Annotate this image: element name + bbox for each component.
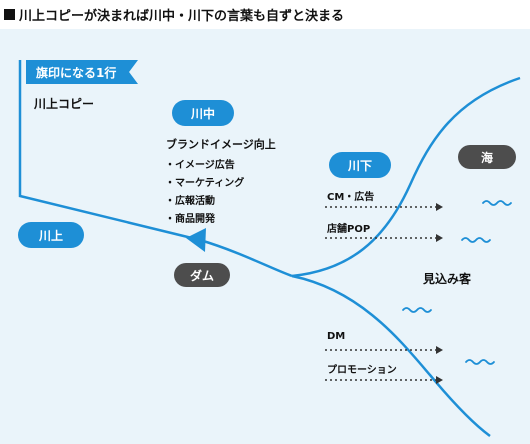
upstream-copy-label: 川上コピー [34, 97, 95, 111]
dotted-arrows [325, 206, 436, 381]
downstream-item: 店舗POP [327, 224, 371, 235]
node-upstream: 川上 [18, 222, 84, 248]
node-sea-label: 海 [480, 150, 493, 165]
node-upstream-label: 川上 [38, 228, 63, 243]
node-downstream: 川下 [329, 152, 391, 178]
arrow-heads [436, 203, 443, 384]
upper-river-branch [291, 76, 521, 278]
flag-banner: 旗印になる1行 [26, 60, 138, 84]
page-title: 川上コピーが決まれば川中・川下の言葉も自ずと決まる [4, 3, 344, 25]
title-text: 川上コピーが決まれば川中・川下の言葉も自ずと決まる [19, 8, 345, 24]
diagram-panel [0, 29, 530, 444]
lower-river-branch [291, 274, 491, 438]
list-item: マーケティング [165, 175, 244, 193]
midstream-heading: ブランドイメージ向上 [166, 138, 276, 151]
node-dam-label: ダム [189, 268, 214, 283]
node-dam: ダム [174, 263, 230, 287]
list-item: 商品開発 [165, 211, 244, 229]
downstream-item: CM・広告 [327, 192, 375, 203]
node-sea: 海 [458, 145, 516, 169]
flag-label: 旗印になる1行 [36, 65, 117, 80]
node-midstream: 川中 [172, 100, 234, 126]
midstream-list: イメージ広告 マーケティング 広報活動 商品開発 [165, 157, 244, 229]
square-bullet-icon [4, 8, 15, 20]
node-downstream-label: 川下 [347, 158, 372, 173]
downstream-item: プロモーション [327, 365, 397, 376]
upstream-river-line [18, 60, 293, 278]
wave-icons [402, 200, 512, 365]
downstream-item: DM [327, 331, 346, 342]
node-midstream-label: 川中 [190, 106, 215, 121]
list-item: イメージ広告 [165, 157, 244, 175]
flow-direction-arrow [186, 228, 206, 252]
prospects-label: 見込み客 [423, 272, 472, 286]
list-item: 広報活動 [165, 193, 244, 211]
